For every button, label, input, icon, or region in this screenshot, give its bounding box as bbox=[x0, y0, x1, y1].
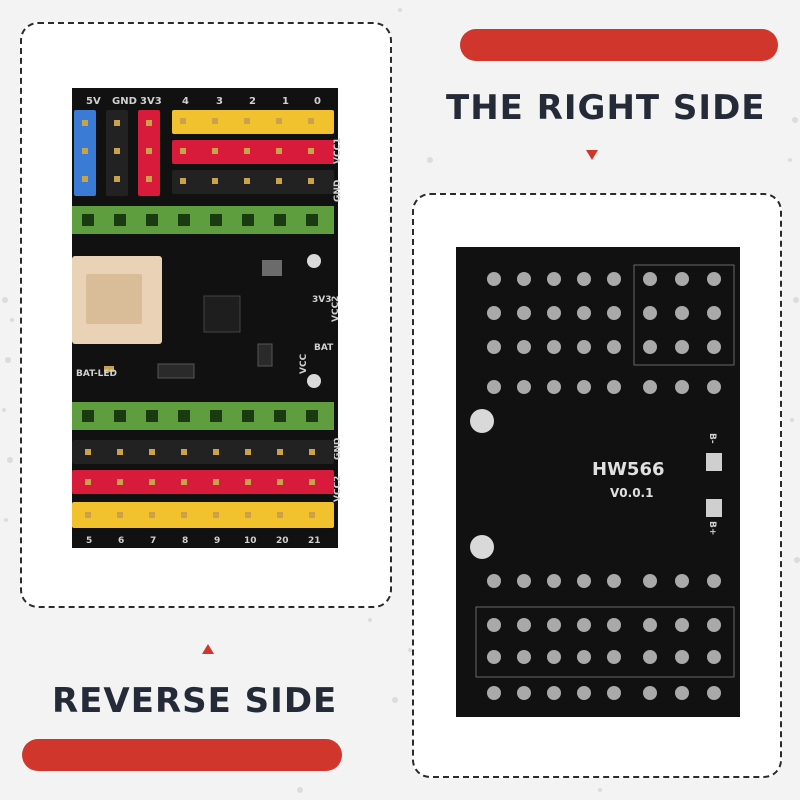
io-headers-bottom bbox=[72, 440, 334, 528]
label-pin-20: 20 bbox=[276, 536, 289, 546]
mounting-hole-back-bottom bbox=[470, 535, 494, 559]
label-pin-4: 4 bbox=[182, 96, 189, 107]
label-pin-3: 3 bbox=[216, 96, 223, 107]
top-accent-bar bbox=[460, 29, 778, 61]
label-gnd: GND bbox=[112, 96, 137, 107]
reverse-side-heading: REVERSE SIDE bbox=[52, 681, 338, 721]
model-label: HW566 bbox=[592, 459, 665, 480]
label-pin-2: 2 bbox=[249, 96, 256, 107]
back-board-panel: HW566 V0.0.1 B- B+ bbox=[412, 193, 782, 778]
mounting-hole-top bbox=[307, 254, 321, 268]
label-b-plus: B+ bbox=[707, 521, 717, 535]
right-side-heading: THE RIGHT SIDE bbox=[446, 88, 766, 128]
back-board-photo: HW566 V0.0.1 B- B+ bbox=[456, 247, 740, 717]
back-pcb bbox=[456, 247, 740, 717]
front-board-panel: 5V GND 3V3 4 3 2 1 0 bbox=[20, 22, 392, 608]
label-gnd-side: GND bbox=[333, 180, 343, 202]
green-header-top bbox=[72, 206, 334, 234]
io-headers-top bbox=[172, 110, 334, 194]
front-board-photo: 5V GND 3V3 4 3 2 1 0 bbox=[72, 88, 343, 548]
label-pin-0: 0 bbox=[314, 96, 321, 107]
label-vcc2-mid: VCC2 bbox=[331, 296, 341, 322]
power-headers bbox=[74, 110, 160, 196]
solder-pads-top bbox=[487, 272, 721, 394]
label-vcc2-low: VCC2 bbox=[333, 476, 343, 502]
label-pin-7: 7 bbox=[150, 536, 156, 546]
label-pin-1: 1 bbox=[282, 96, 289, 107]
label-vcc: VCC bbox=[299, 353, 309, 374]
label-3v3: 3V3 bbox=[140, 96, 162, 107]
arrow-up-icon bbox=[202, 644, 214, 654]
label-bat: BAT bbox=[314, 343, 334, 353]
green-header-bottom bbox=[72, 402, 334, 430]
mounting-hole-bottom bbox=[307, 374, 321, 388]
pad-b-plus bbox=[706, 499, 722, 517]
arrow-down-icon bbox=[586, 150, 598, 160]
label-pin-9: 9 bbox=[214, 536, 220, 546]
pad-b-minus bbox=[706, 453, 722, 471]
bat-led bbox=[104, 366, 114, 372]
charger-chip bbox=[203, 295, 241, 333]
label-gnd-low: GND bbox=[333, 438, 343, 460]
label-vcc1: VCC1 bbox=[333, 138, 343, 164]
mounting-hole-back-top bbox=[470, 409, 494, 433]
label-3v3-mid: 3V3 bbox=[312, 295, 332, 305]
label-pin-5: 5 bbox=[86, 536, 92, 546]
label-b-minus: B- bbox=[707, 433, 717, 444]
inductor bbox=[262, 260, 282, 276]
label-bat-led: BAT-LED bbox=[76, 369, 117, 379]
label-pin-10: 10 bbox=[244, 536, 257, 546]
label-pin-8: 8 bbox=[182, 536, 188, 546]
version-label: V0.0.1 bbox=[610, 486, 653, 500]
solder-pads-bottom bbox=[487, 574, 721, 700]
bottom-accent-bar bbox=[22, 739, 342, 771]
label-pin-6: 6 bbox=[118, 536, 124, 546]
label-5v: 5V bbox=[86, 96, 101, 107]
label-pin-21: 21 bbox=[308, 536, 321, 546]
